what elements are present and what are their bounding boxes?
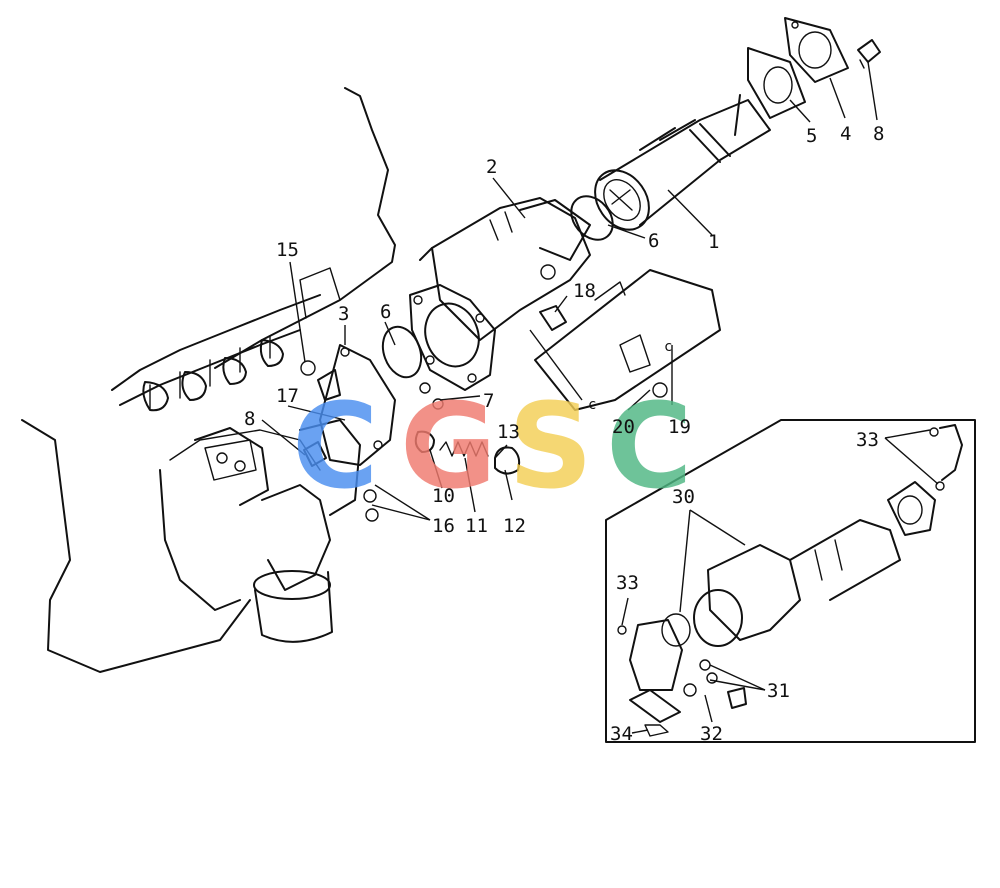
- callout-18: 18: [573, 280, 596, 302]
- valve-body: [317, 344, 396, 466]
- oil-cooler-element: [594, 94, 771, 231]
- watermark-letter-4: C: [606, 377, 693, 515]
- callout-31: 31: [767, 680, 790, 702]
- callout-10: 10: [432, 485, 455, 507]
- callout-8-left: 8: [244, 408, 255, 430]
- callout-1: 1: [708, 231, 719, 253]
- callout-32: 32: [700, 723, 723, 745]
- callout-4: 4: [840, 123, 851, 145]
- callout-15: 15: [276, 239, 299, 261]
- callout-17: 17: [276, 385, 299, 407]
- callout-7: 7: [483, 390, 494, 412]
- callout-6-upper: 6: [648, 230, 659, 252]
- gasket-6-left: [381, 325, 423, 379]
- watermark-letter-1: C: [292, 377, 379, 515]
- inset-box: [605, 419, 976, 743]
- engine-block: [21, 87, 396, 673]
- mark-c-2: c: [664, 339, 672, 355]
- callout-6-lower: 6: [380, 301, 391, 323]
- watermark-letter-2: G: [400, 377, 497, 515]
- leader-lines: [261, 61, 939, 734]
- callout-13: 13: [497, 421, 520, 443]
- cover-plate-19: [534, 269, 721, 411]
- bolt-top: [857, 39, 881, 69]
- callout-34: 34: [610, 723, 633, 745]
- callout-5: 5: [806, 125, 817, 147]
- callout-33-left: 33: [616, 572, 639, 594]
- cooler-housing: [409, 197, 591, 391]
- mark-c-1: c: [588, 397, 596, 413]
- callout-30: 30: [672, 486, 695, 508]
- callout-19: 19: [668, 416, 691, 438]
- callout-3: 3: [338, 303, 349, 325]
- watermark-letter-3: S: [508, 377, 593, 515]
- callout-12: 12: [503, 515, 526, 537]
- callout-20: 20: [612, 416, 635, 438]
- small-parts: [300, 305, 668, 522]
- callout-11: 11: [465, 515, 488, 537]
- cover-and-gasket: [747, 17, 849, 119]
- callout-2: 2: [486, 156, 497, 178]
- callout-8-top: 8: [873, 123, 884, 145]
- callout-33-right: 33: [856, 429, 879, 451]
- watermark: C G S C: [292, 377, 693, 515]
- callout-16: 16: [432, 515, 455, 537]
- gasket-6: [570, 195, 614, 241]
- callout-numbers: 1 2 3 4 5 6 6 7 8 8 10 11 12 13 15 16 17…: [244, 123, 884, 745]
